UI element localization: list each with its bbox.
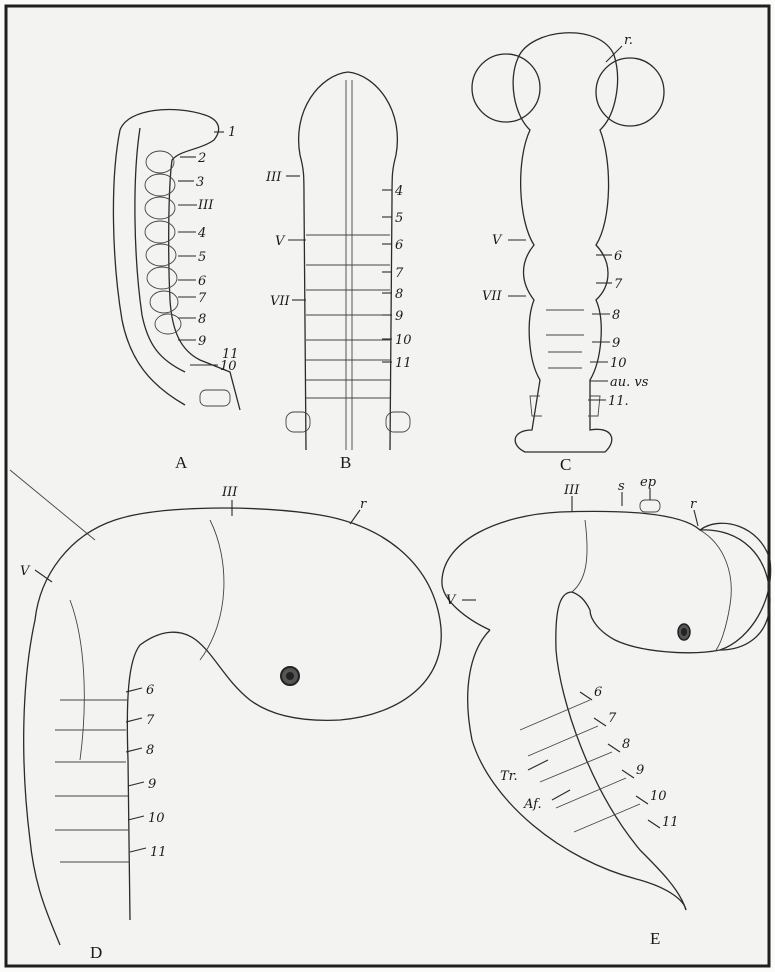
label-e-V: V <box>446 593 457 608</box>
label-a-7: 7 <box>198 291 207 306</box>
label-c-9: 9 <box>612 336 620 351</box>
figure-e-letter: E <box>650 929 660 948</box>
label-c-11: 11. <box>608 394 629 409</box>
figure-d-letter: D <box>90 943 102 962</box>
label-e-6: 6 <box>594 685 602 700</box>
label-b-11: 11 <box>395 356 412 371</box>
label-a-4: 4 <box>197 226 206 241</box>
label-b-9: 9 <box>395 309 403 324</box>
label-e-ep: ep <box>640 475 657 490</box>
label-e-r: r <box>690 497 697 512</box>
label-e-s: s <box>618 479 625 494</box>
figure-b-letter: B <box>340 453 351 472</box>
label-c-7: 7 <box>614 277 623 292</box>
label-b-10: 10 <box>395 333 412 348</box>
label-b-6: 6 <box>395 238 403 253</box>
label-e-9: 9 <box>636 763 644 778</box>
label-c-8: 8 <box>612 308 620 323</box>
label-b-8: 8 <box>395 287 403 302</box>
label-b-5: 5 <box>395 211 403 226</box>
label-d-r: r <box>360 497 367 512</box>
label-c-r: r. <box>624 33 633 48</box>
label-d-11: 11 <box>150 845 167 860</box>
label-d-6: 6 <box>146 683 154 698</box>
label-e-III: III <box>563 483 580 498</box>
label-b-VII: VII <box>270 294 291 309</box>
label-a-11: 11 <box>222 347 239 362</box>
label-e-7: 7 <box>608 711 617 726</box>
label-e-10: 10 <box>650 789 667 804</box>
label-e-11: 11 <box>662 815 679 830</box>
label-e-8: 8 <box>622 737 630 752</box>
label-c-V: V <box>492 233 503 248</box>
label-a-3: 3 <box>196 175 204 190</box>
label-e-Af: Af. <box>523 797 542 812</box>
label-c-6: 6 <box>614 249 622 264</box>
figure-a-letter: A <box>175 453 188 472</box>
label-a-6: 6 <box>198 274 206 289</box>
label-a-8: 8 <box>198 312 206 327</box>
label-c-au-vs: au. vs <box>610 375 649 390</box>
label-a-2: 2 <box>197 151 206 166</box>
label-c-10: 10 <box>610 356 627 371</box>
label-a-III: III <box>197 198 214 213</box>
label-b-7: 7 <box>395 266 404 281</box>
label-a-5: 5 <box>198 250 206 265</box>
label-d-8: 8 <box>146 743 154 758</box>
label-d-9: 9 <box>148 777 156 792</box>
label-c-VII: VII <box>482 289 503 304</box>
label-d-10: 10 <box>148 811 165 826</box>
label-b-4: 4 <box>394 184 403 199</box>
label-d-III: III <box>221 485 238 500</box>
label-b-V: V <box>275 234 286 249</box>
label-e-Tr: Tr. <box>500 769 518 784</box>
label-a-1: 1 <box>228 125 236 140</box>
label-d-7: 7 <box>146 713 155 728</box>
label-b-III: III <box>265 170 282 185</box>
figure-c-letter: C <box>560 455 571 474</box>
label-a-9: 9 <box>198 334 206 349</box>
label-d-V: V <box>20 564 31 579</box>
